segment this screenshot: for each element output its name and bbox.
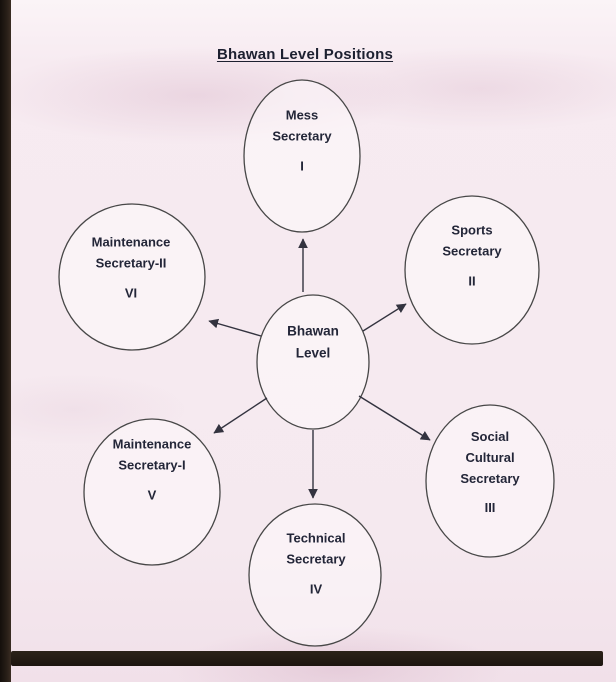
ellipse-bhawan-level (256, 294, 370, 430)
node-line: Secretary (286, 551, 346, 567)
node-line: Technical (286, 530, 346, 546)
ellipse-mess-secretary (243, 79, 361, 233)
ellipse-maintenance-secretary-2 (58, 203, 206, 351)
ellipse-social-cultural-secretary (425, 404, 555, 558)
node-numeral: VI (124, 284, 138, 300)
ellipse-sports-secretary (404, 195, 540, 345)
node-line: Cultural (465, 449, 515, 465)
arrow-center-to-maintenance-1 (213, 397, 268, 434)
node-sports-secretary: Sports Secretary II (442, 220, 501, 291)
arrow-center-to-maintenance-2 (208, 318, 262, 337)
node-numeral: II (468, 272, 476, 288)
node-technical-secretary: Technical Secretary IV (286, 528, 345, 599)
ellipse-maintenance-secretary-1 (83, 418, 221, 566)
node-bhawan-level: Bhawan Level (287, 320, 339, 363)
node-line: Secretary (460, 470, 520, 486)
node-numeral: III (484, 500, 496, 516)
node-social-cultural-secretary: Social Cultural Secretary III (460, 427, 519, 519)
node-numeral: I (300, 157, 304, 173)
node-line: Secretary-II (95, 255, 167, 271)
node-line: Bhawan (287, 323, 339, 339)
scan-left-edge (0, 0, 11, 682)
node-maintenance-secretary-2: Maintenance Secretary-II VI (92, 232, 171, 303)
node-numeral: V (147, 486, 157, 502)
node-mess-secretary: Mess Secretary I (272, 105, 331, 176)
node-numeral: IV (309, 580, 323, 596)
node-maintenance-secretary-1: Maintenance Secretary-I V (113, 434, 192, 505)
node-line: Mess (285, 107, 319, 123)
node-line: Maintenance (112, 436, 192, 452)
ellipse-technical-secretary (248, 503, 382, 647)
page-title: Bhawan Level Positions (216, 46, 394, 63)
node-line: Level (295, 345, 331, 360)
node-line: Social (470, 428, 510, 444)
node-line: Maintenance (91, 234, 171, 250)
scan-bottom-edge (11, 651, 603, 666)
arrow-center-to-sports (362, 303, 407, 332)
node-line: Secretary-I (118, 457, 186, 473)
node-line: Secretary (442, 243, 502, 259)
arrow-center-to-social-cultural (358, 395, 431, 441)
node-line: Secretary (272, 128, 332, 144)
node-line: Sports (451, 222, 493, 238)
